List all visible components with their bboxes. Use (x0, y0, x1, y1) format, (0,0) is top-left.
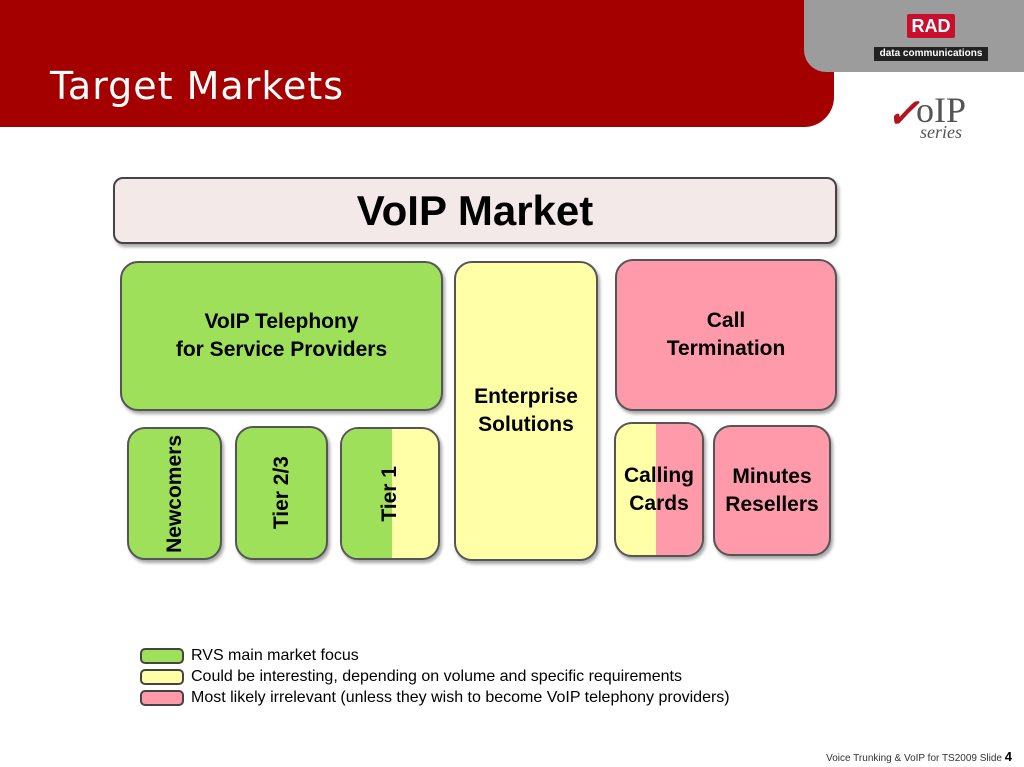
slide-number: 4 (1004, 749, 1012, 764)
enterprise-box: Enterprise Solutions (454, 261, 598, 561)
minutes-resellers-box: Minutes Resellers (713, 425, 831, 556)
tier23-label: Tier 2/3 (269, 456, 293, 530)
checkmark-icon: ✓ (886, 92, 920, 136)
page-title: Target Markets (50, 64, 345, 108)
minutes-resellers-label: Minutes Resellers (725, 464, 819, 516)
banner-title: VoIP Market (356, 186, 594, 234)
calling-cards-box: Calling Cards (614, 422, 704, 557)
footer: Voice Trunking & VoIP for TS2009 Slide 4 (826, 749, 1012, 764)
legend-item: Most likely irrelevant (unless they wish… (140, 688, 840, 708)
newcomers-label: Newcomers (162, 434, 186, 553)
tier1-focus-segment (342, 429, 392, 558)
voip-market-banner: VoIP Market (113, 177, 837, 244)
voip-series-logo: ✓ oIP series (886, 90, 996, 146)
call-termination-label: Call Termination (666, 309, 786, 360)
tier23-box: Tier 2/3 (235, 426, 328, 560)
legend-label: Could be interesting, depending on volum… (191, 668, 682, 685)
tier1-box: Tier 1 (340, 427, 440, 560)
legend-swatch-yellow (140, 669, 184, 685)
legend-item: Could be interesting, depending on volum… (140, 667, 840, 687)
legend-swatch-green (140, 648, 184, 664)
voip-logo-series: series (920, 122, 962, 142)
rad-logo: RAD (907, 14, 955, 38)
rad-tagline: data communications (874, 47, 988, 61)
footer-text: Voice Trunking & VoIP for TS2009 Slide (826, 753, 1005, 764)
calling-cards-label: Calling Cards (623, 463, 694, 515)
legend-label: Most likely irrelevant (unless they wish… (191, 689, 730, 706)
call-termination-box: Call Termination (615, 259, 837, 411)
legend-item: RVS main market focus (140, 646, 840, 666)
tier1-label: Tier 1 (378, 465, 401, 522)
voip-telephony-box: VoIP Telephony for Service Providers (120, 261, 443, 411)
calling-cards-irrelevant-segment (656, 424, 702, 555)
legend-label: RVS main market focus (191, 647, 359, 664)
newcomers-box: Newcomers (127, 427, 222, 560)
enterprise-label: Enterprise Solutions (474, 385, 578, 436)
voip-logo-text: oIP (916, 90, 967, 130)
legend-swatch-pink (140, 690, 184, 706)
header-bar (0, 0, 834, 127)
voip-telephony-label: VoIP Telephony for Service Providers (175, 310, 388, 361)
